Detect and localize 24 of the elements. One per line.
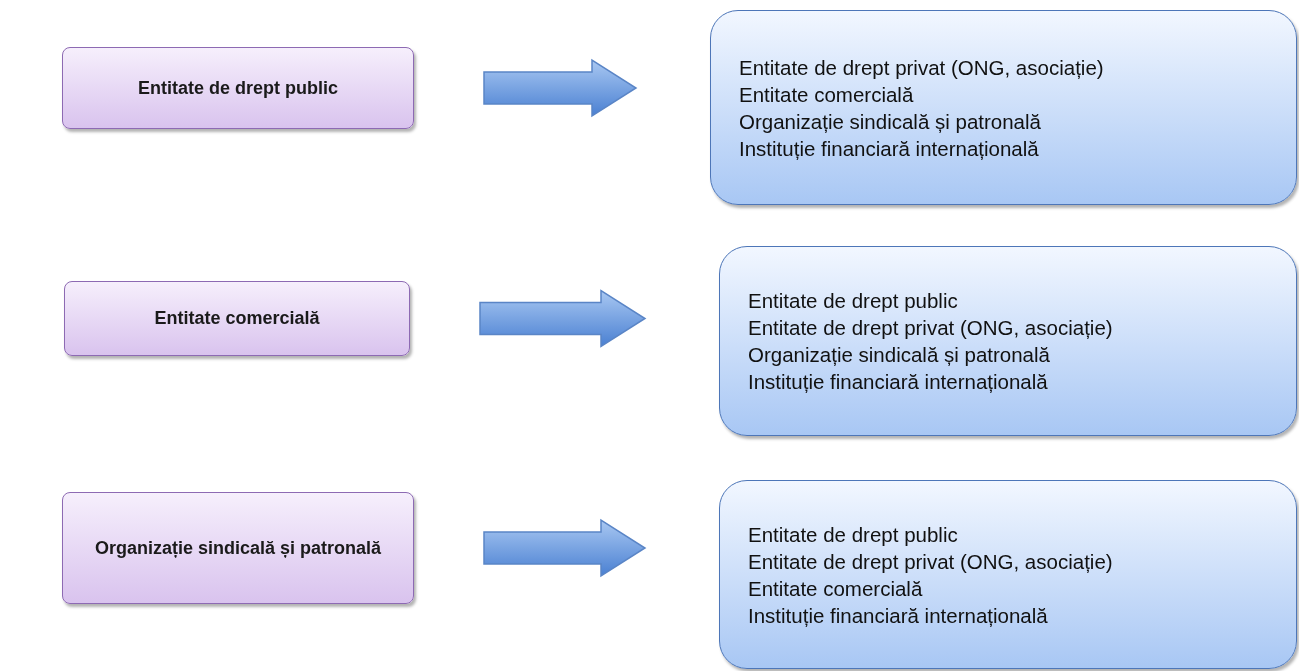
category-box <box>62 47 414 129</box>
list-item: Entitate comercială <box>748 575 923 602</box>
list-box <box>719 246 1297 436</box>
list-item: Entitate de drept privat (ONG, asociație) <box>748 315 1113 341</box>
list-item: Organizație sindicală și patronală <box>739 108 1041 135</box>
block-arrow <box>483 518 647 578</box>
list-box <box>710 10 1297 205</box>
list-box <box>719 480 1297 669</box>
list-item: Organizație sindicală și patronală <box>748 342 1050 368</box>
box-title: Entitate de drept public <box>138 76 338 100</box>
list-item: Entitate de drept public <box>748 288 958 314</box>
list-item: Entitate de drept privat (ONG, asociație) <box>748 548 1113 575</box>
list-item: Entitate comercială <box>739 81 914 108</box>
block-arrow <box>483 58 638 118</box>
box-title: Organizație sindicală și patronală <box>94 536 382 560</box>
list-item: Entitate de drept privat (ONG, asociație) <box>739 54 1104 81</box>
category-box <box>62 492 414 604</box>
list-item: Instituție financiară internațională <box>748 602 1048 629</box>
list-item: Instituție financiară internațională <box>748 369 1048 395</box>
list-item: Entitate de drept public <box>748 521 958 548</box>
category-box <box>64 281 410 356</box>
box-title: Entitate comercială <box>154 307 320 330</box>
list-item: Instituție financiară internațională <box>739 135 1039 162</box>
block-arrow <box>479 289 647 348</box>
